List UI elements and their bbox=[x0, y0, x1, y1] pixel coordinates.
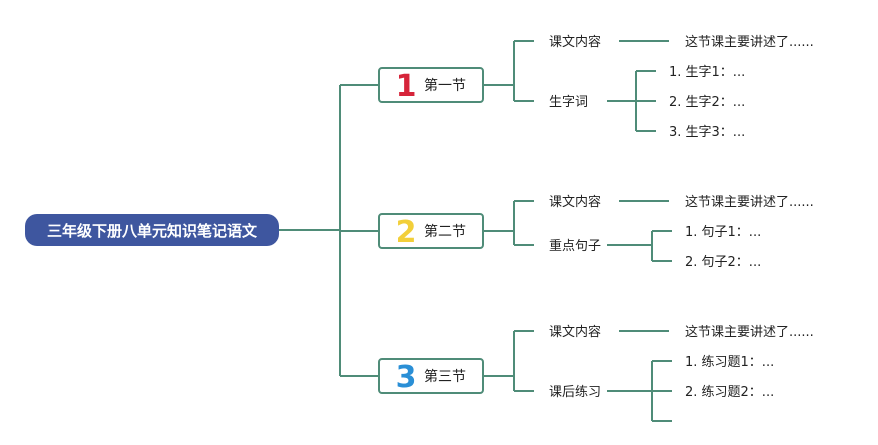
leaf-label: 3. 生字3：... bbox=[669, 125, 745, 140]
root-node bbox=[25, 214, 279, 246]
leaf-label: 这节课主要讲述了...... bbox=[685, 34, 814, 50]
branch-label: 课后练习 bbox=[549, 385, 601, 400]
section-number: 3 bbox=[396, 360, 417, 395]
section-node-3 bbox=[378, 358, 484, 394]
leaf-label: 这节课主要讲述了...... bbox=[685, 194, 814, 210]
branch-label: 重点句子 bbox=[549, 238, 601, 254]
section-number: 1 bbox=[396, 69, 417, 104]
branch-label: 课文内容 bbox=[549, 194, 601, 210]
section-label: 第一节 bbox=[424, 77, 466, 94]
leaf-label: 2. 句子2：... bbox=[685, 255, 761, 270]
leaf-label: 这节课主要讲述了...... bbox=[685, 324, 814, 340]
section-node-2 bbox=[378, 213, 484, 249]
section-label: 第二节 bbox=[424, 223, 466, 240]
leaf-label: 2. 练习题2：... bbox=[685, 385, 774, 400]
branch-label: 生字词 bbox=[549, 95, 588, 110]
section-number: 2 bbox=[396, 215, 417, 250]
leaf-label: 2. 生字2：... bbox=[669, 95, 745, 110]
branch-label: 课文内容 bbox=[549, 34, 601, 50]
leaf-label: 1. 练习题1：... bbox=[685, 355, 774, 370]
branch-label: 课文内容 bbox=[549, 324, 601, 340]
connectors bbox=[279, 40, 672, 422]
leaf-label: 1. 生字1：... bbox=[669, 65, 745, 80]
section-label: 第三节 bbox=[424, 368, 466, 385]
section-node-1 bbox=[378, 67, 484, 103]
root-label: 三年级下册八单元知识笔记语文 bbox=[47, 222, 258, 240]
leaf-label: 1. 句子1：... bbox=[685, 225, 761, 240]
